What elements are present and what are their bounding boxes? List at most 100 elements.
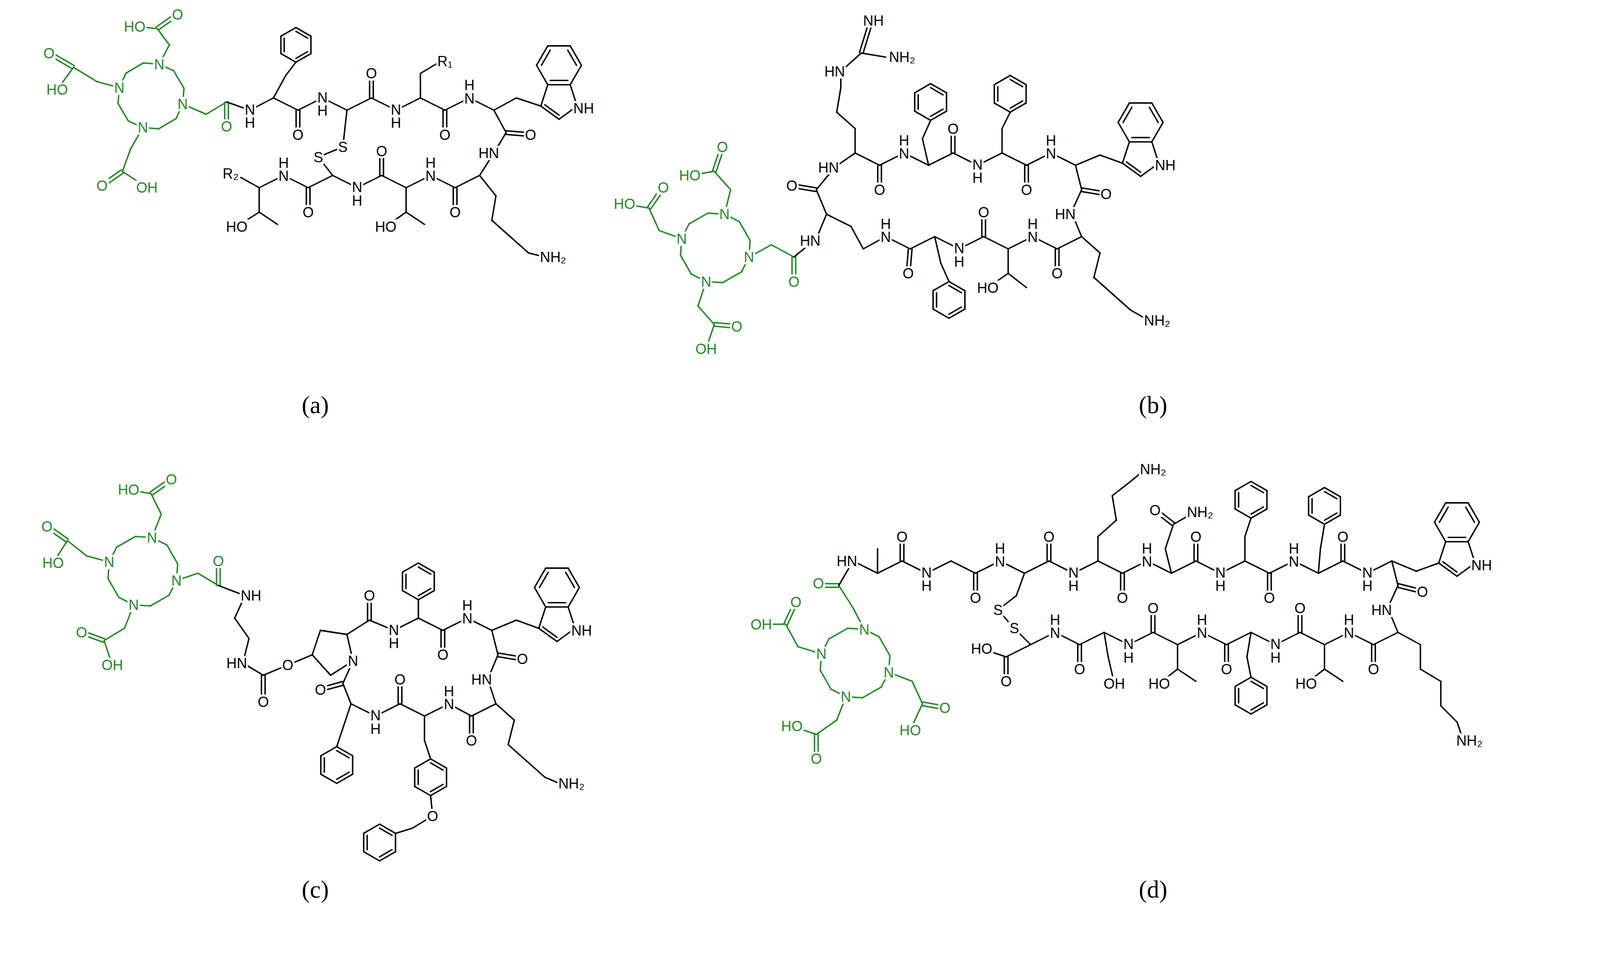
atom-label: HO	[1147, 676, 1171, 691]
bond-line	[1324, 515, 1341, 525]
bond-line	[1439, 507, 1449, 523]
bond-line	[914, 111, 931, 121]
atom-label: N	[839, 689, 853, 705]
bond-line	[545, 567, 569, 570]
bond-line	[539, 572, 549, 589]
bond-line	[258, 187, 260, 213]
bond-line	[816, 720, 837, 735]
bond-line	[1398, 632, 1421, 645]
bond-line	[1123, 107, 1133, 123]
bond-line	[320, 774, 337, 784]
atom-label: N H	[387, 623, 401, 650]
bond-line	[381, 175, 407, 188]
bond-line	[402, 563, 419, 573]
atom-label: H N	[1049, 613, 1062, 640]
bond-line	[1079, 632, 1105, 645]
bond-line	[1118, 103, 1130, 123]
atom-label: HO	[969, 641, 994, 657]
bond-line	[433, 572, 435, 591]
bond-line	[507, 744, 527, 762]
bond-line	[1246, 657, 1252, 678]
bond-line	[994, 75, 1011, 85]
bond-line	[379, 849, 393, 857]
atom-label: N	[176, 97, 189, 112]
bond-line	[1165, 549, 1172, 574]
bond-line	[862, 27, 872, 54]
atom-label: HO	[975, 280, 1000, 296]
bond-line	[1081, 236, 1100, 254]
atom-label: O	[281, 658, 295, 673]
bond-line	[280, 53, 296, 63]
atom-label: R₂	[221, 166, 240, 181]
bond-line	[491, 195, 496, 221]
atom-label: NH	[570, 623, 594, 639]
bond-line	[1266, 686, 1268, 705]
atom-label: H N	[461, 599, 474, 626]
bond-line	[418, 563, 435, 573]
bond-line	[1251, 702, 1264, 710]
bond-line	[1008, 273, 1027, 288]
bond-line	[922, 139, 929, 166]
bond-line	[771, 244, 794, 258]
bond-line	[402, 591, 419, 601]
bond-line	[417, 599, 419, 619]
atom-label: N H	[953, 242, 966, 268]
bond-line	[1467, 522, 1480, 543]
atom-label: O	[220, 119, 234, 134]
atom-label: O	[716, 139, 730, 155]
bond-line	[570, 65, 582, 85]
bond-line	[877, 561, 903, 574]
bond-line	[1300, 632, 1325, 645]
atom-label: HN	[823, 64, 847, 79]
atom-label: O	[256, 695, 270, 710]
atom-label: N	[742, 250, 756, 265]
bond-line	[930, 109, 944, 117]
atom-label: O	[787, 274, 801, 289]
bond-line	[362, 833, 365, 852]
bond-line	[1251, 705, 1267, 715]
bond-line	[550, 79, 569, 82]
atom-label: H N	[1044, 133, 1058, 160]
atom-label: N	[127, 598, 140, 613]
atom-label: O	[938, 701, 952, 716]
atom-label: O	[1148, 502, 1162, 518]
bond-line	[323, 758, 326, 773]
bond-line	[1151, 103, 1163, 123]
atom-label: O	[785, 178, 799, 194]
bond-line	[240, 177, 259, 188]
bond-line	[1001, 153, 1027, 166]
bond-line	[1445, 541, 1468, 543]
atom-label: O	[40, 519, 54, 534]
atom-label: O	[1336, 529, 1350, 544]
bond-line	[828, 628, 848, 640]
bond-line	[166, 545, 178, 564]
bond-line	[785, 624, 798, 647]
atom-label: N H	[1067, 566, 1080, 593]
bond-line	[1308, 515, 1325, 525]
atom-label: OH	[749, 617, 773, 632]
bond-line	[1226, 632, 1252, 645]
bond-line	[158, 118, 177, 129]
bond-line	[395, 828, 413, 834]
bond-line	[940, 263, 950, 282]
bond-line	[516, 620, 539, 629]
atom-label: NH₂	[1139, 462, 1168, 477]
bond-line	[1465, 507, 1475, 523]
bond-line	[1098, 520, 1117, 537]
bond-line	[1112, 481, 1131, 497]
bond-line	[1075, 165, 1082, 190]
bond-line	[336, 774, 353, 784]
bond-line	[1010, 79, 1023, 87]
bond-line	[548, 602, 566, 604]
atom-label: N	[858, 622, 871, 637]
atom-label: NH₂	[1455, 733, 1484, 749]
atom-label: H N	[897, 133, 911, 160]
bond-line	[648, 208, 660, 231]
bond-line	[1234, 490, 1236, 509]
atom-label: H N	[463, 78, 476, 105]
bond-line	[816, 189, 827, 215]
bond-line	[419, 73, 422, 99]
bond-line	[495, 703, 515, 721]
atom-label: O	[75, 625, 89, 640]
atom-label: HN	[835, 554, 859, 569]
